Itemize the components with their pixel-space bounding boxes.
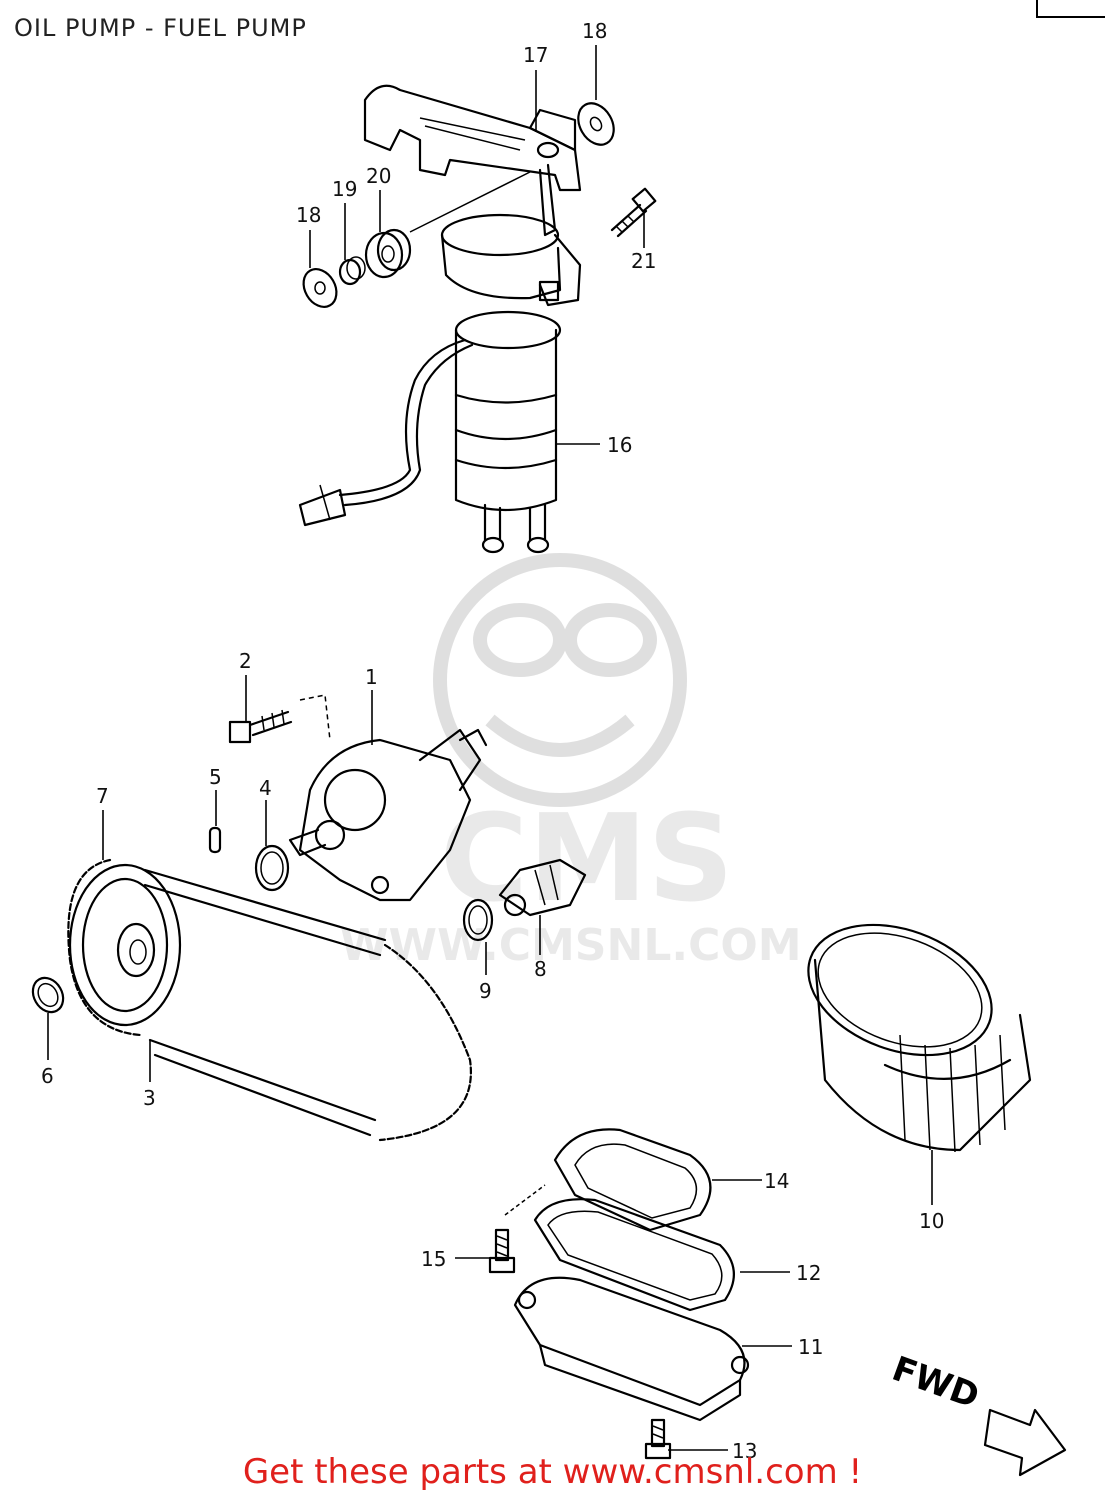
dowel-pin-5 bbox=[208, 826, 222, 854]
callout-1: 1 bbox=[365, 665, 378, 689]
callout-18-left: 18 bbox=[296, 203, 321, 227]
fuel-pump bbox=[298, 310, 562, 554]
callout-13: 13 bbox=[732, 1439, 757, 1463]
gasket-12 bbox=[533, 1198, 735, 1312]
washer-18-left bbox=[302, 268, 338, 308]
oil-pump bbox=[288, 728, 488, 902]
callout-3: 3 bbox=[143, 1086, 156, 1110]
callout-5: 5 bbox=[209, 765, 222, 789]
callout-12: 12 bbox=[796, 1261, 821, 1285]
washer-18-top bbox=[577, 102, 615, 146]
footer-promo-text: Get these parts at www.cmsnl.com ! bbox=[242, 1452, 863, 1492]
bolt-15 bbox=[488, 1184, 546, 1274]
callout-16: 16 bbox=[607, 433, 632, 457]
frame-corner bbox=[1036, 0, 1105, 18]
callout-11: 11 bbox=[798, 1335, 823, 1359]
page-title: OIL PUMP - FUEL PUMP bbox=[14, 14, 307, 42]
callout-21: 21 bbox=[631, 249, 656, 273]
oil-pan-cover-11 bbox=[513, 1276, 750, 1422]
callout-10: 10 bbox=[919, 1209, 944, 1233]
grommet-20 bbox=[364, 228, 412, 279]
watermark-mascot-logo bbox=[433, 553, 687, 807]
fwd-label: FWD bbox=[887, 1349, 984, 1417]
callout-19: 19 bbox=[332, 177, 357, 201]
callout-14: 14 bbox=[764, 1169, 789, 1193]
callout-7: 7 bbox=[96, 784, 109, 808]
watermark-url: WWW.CMSNL.COM bbox=[340, 920, 802, 971]
callout-9: 9 bbox=[479, 979, 492, 1003]
bolt-2 bbox=[228, 694, 331, 744]
oil-pressure-switch-8 bbox=[498, 858, 587, 917]
callout-2: 2 bbox=[239, 649, 252, 673]
callout-17: 17 bbox=[523, 43, 548, 67]
o-ring-9 bbox=[462, 898, 494, 942]
fuel-pump-clamp bbox=[440, 213, 582, 307]
circlip-6 bbox=[31, 976, 65, 1014]
strainer-14 bbox=[553, 1128, 712, 1232]
oil-filter bbox=[807, 923, 1032, 1153]
callout-8: 8 bbox=[534, 957, 547, 981]
oil-pump-sprocket bbox=[68, 863, 182, 1027]
bolt-13 bbox=[644, 1418, 672, 1460]
callout-labels: 17 18 20 19 18 21 16 2 1 5 4 7 9 8 6 3 1… bbox=[41, 19, 944, 1463]
callout-18-top: 18 bbox=[582, 19, 607, 43]
drive-chain bbox=[67, 858, 472, 1142]
watermark-brand: CMS bbox=[440, 790, 734, 929]
o-ring-4 bbox=[254, 844, 290, 892]
arrow-right-icon bbox=[983, 1408, 1067, 1477]
callout-20: 20 bbox=[366, 164, 391, 188]
bolt-21 bbox=[610, 187, 657, 238]
watermark: CMS WWW.CMSNL.COM bbox=[340, 553, 802, 971]
collar-19 bbox=[338, 256, 366, 286]
fuel-pump-bracket bbox=[363, 84, 582, 237]
callout-6: 6 bbox=[41, 1064, 54, 1088]
leader-lines bbox=[47, 45, 933, 1451]
callout-4: 4 bbox=[259, 776, 272, 800]
callout-15: 15 bbox=[421, 1247, 446, 1271]
